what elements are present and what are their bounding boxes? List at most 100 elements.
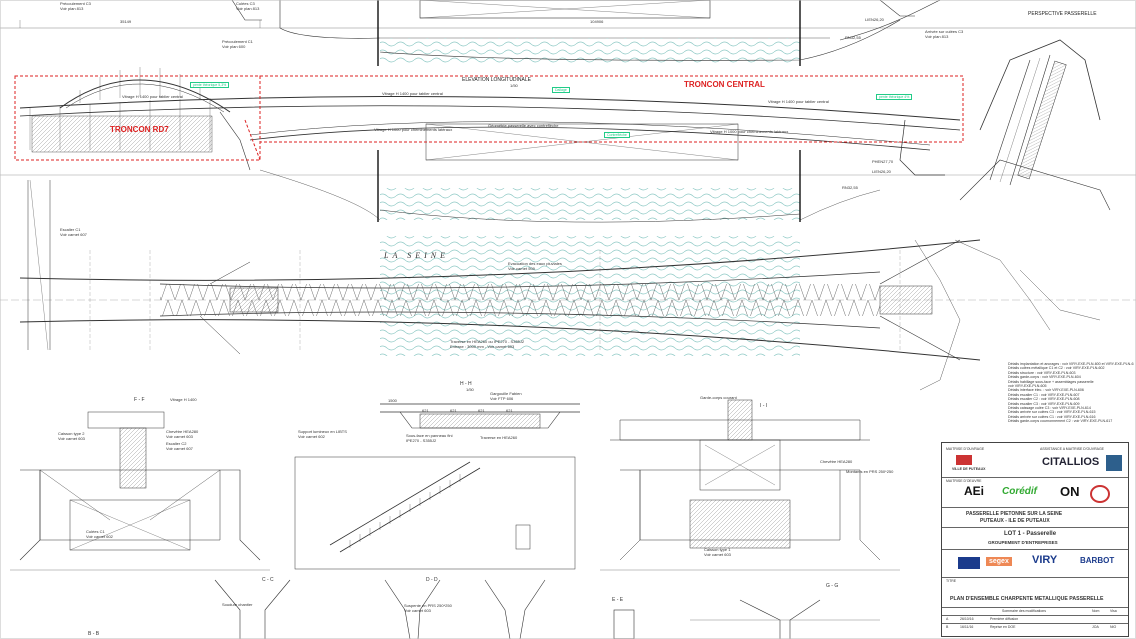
- rev-b-text: Reprise en DOE: [990, 625, 1016, 629]
- tag-dallage: Dallage: [552, 87, 570, 93]
- label-vitrage-5: Vitrage H 1000 pour cheminements latérau…: [710, 129, 789, 134]
- level-lien: LIEN26,20: [872, 169, 891, 174]
- label-culees-ref: Voir plan 813: [236, 6, 260, 11]
- aei-logo: AEi: [964, 484, 985, 498]
- label-precoulement-ref: Voir plan 813: [60, 6, 84, 11]
- rev-b-date: 16/11/16: [960, 625, 974, 629]
- dim-621c: 621: [478, 408, 485, 413]
- dim-621a: 621: [422, 408, 429, 413]
- top-elevation: [0, 0, 1136, 66]
- level-rn-mid: RN32,55: [842, 185, 858, 190]
- label-culees-c1: Culées C1: [86, 529, 105, 534]
- perspective-title: PERSPECTIVE PASSERELLE: [1028, 11, 1097, 17]
- level-rn-top: RN32,55: [845, 35, 861, 40]
- section-hh: [294, 403, 580, 570]
- label-escalier-c2: Escalier C2: [166, 441, 187, 446]
- reference-notes: Détails implantation et ancrages : voir …: [1008, 362, 1134, 424]
- section-title-cc: C - C: [262, 577, 274, 583]
- section-title-ff: F - F: [134, 397, 145, 403]
- label-sous-face: Sous-face en panneau fini: [406, 433, 453, 438]
- plan-view: [0, 179, 1136, 361]
- note-line: Détails interface élec. : voir VIRY-EXE-…: [1008, 388, 1084, 393]
- label-chevetre-ref: Voir carnet 603: [166, 434, 193, 439]
- longitudinal-elevation: [0, 67, 1136, 223]
- label-precoulement-c1-ref: Voir plan 600: [222, 44, 246, 49]
- ville-label: VILLE DE PUTEAUX: [952, 467, 986, 471]
- rev-b: B: [946, 625, 949, 629]
- label-soudure: Soudure chantier: [222, 602, 253, 607]
- note-line: Détails escalier C2 : voir VIRY-EXE-PLN-…: [1008, 397, 1080, 402]
- level-lien-top: LIEN26,20: [865, 17, 884, 22]
- perspective-view: [914, 39, 1111, 391]
- tag-pente-1: pente théorique 5,3%: [190, 82, 230, 88]
- label-gargouille: Gargouille Fabien: [490, 391, 522, 396]
- amo-emblem: [1106, 455, 1122, 471]
- moa-label: MAITRISE D'OUVRAGE: [946, 447, 985, 451]
- label-gargouille-ref: Voir FTP 606: [490, 396, 514, 401]
- label-culees: Culées C3: [236, 1, 255, 6]
- label-arrivee: Arrivée sur culées C3: [925, 29, 964, 34]
- label-suspente-ref: Voir carnet 603: [404, 608, 431, 613]
- note-line: Détails garde-corps : voir VIRY-EXE-PLN-…: [1008, 375, 1081, 380]
- note-line: Détails implantation et ancrages : voir …: [1008, 362, 1134, 366]
- label-caisson2: Caisson type 2: [58, 431, 85, 436]
- label-precoulement-c1: Précoulement C1: [222, 39, 253, 44]
- note-line: Détails garde-corps cournonnement C2 : v…: [1008, 419, 1113, 424]
- label-support: Support lumineux en LIBTS: [298, 429, 347, 434]
- groupement-label: GROUPEMENT D'ENTREPRISES: [988, 540, 1058, 545]
- on-logo: ON: [1060, 484, 1080, 499]
- note-line: Détails arrivée sur culées C3 : voir VIR…: [1008, 410, 1096, 415]
- section-scale-hh: 1/50: [466, 387, 474, 392]
- troncon-rd7-label: TRONCON RD7: [110, 125, 169, 134]
- label-escalier-c1-ref: Voir carnet 607: [60, 232, 87, 237]
- title-block: MAITRISE D'OUVRAGE ASSISTANCE A MAITRISE…: [941, 442, 1129, 637]
- elevation-title: ELEVATION LONGITUDINALE: [462, 77, 531, 83]
- project-line-2: PUTEAUX - ILE DE PUTEAUX: [980, 518, 1050, 524]
- tag-contrefleche: Contreflèche: [604, 132, 630, 138]
- section-title-ii: I - I: [760, 403, 768, 409]
- barbot-logo: BARBOT: [1080, 556, 1115, 565]
- note-line: Détails culées métallique C1 et C2 : voi…: [1008, 366, 1105, 371]
- note-line: Détails structure : voir VIRY-EXE-PLN-60…: [1008, 370, 1076, 375]
- project-line-1: PASSERELLE PIETONNE SUR LA SEINE: [966, 511, 1063, 517]
- plan-title: PLAN D'ENSEMBLE CHARPENTE METALLIQUE PAS…: [950, 596, 1104, 602]
- label-traverse: Traverse en HEA260 ou IPE270 - S355J2: [450, 339, 525, 344]
- troncon-central-label: TRONCON CENTRAL: [684, 80, 765, 89]
- label-geometrie: Géométrie passerelle avec contreflèche: [488, 123, 559, 128]
- elevation-scale: 1/50: [510, 83, 518, 88]
- section-title-bb: B - B: [88, 631, 100, 637]
- rev-a-date: 26/10/16: [960, 617, 974, 621]
- ville-logo: [956, 455, 972, 465]
- label-precoulement: Précoulement C3: [60, 1, 91, 6]
- enterprise-emblem: [958, 557, 980, 569]
- titre-label: TITRE: [946, 579, 957, 583]
- label-escalier-c1: Escalier C1: [60, 227, 81, 232]
- dim-621b: 621: [450, 408, 457, 413]
- label-traverse-ref: Entraxe : 3000 mm - Voir carnet 603: [450, 344, 515, 349]
- section-ff: [10, 411, 270, 571]
- section-title-dd: D - D: [426, 577, 438, 583]
- section-title-ee: E - E: [612, 597, 624, 603]
- label-montants: Montants en PRS 250*250: [846, 469, 894, 474]
- note-line: Détails habillage sous-face + assemblage…: [1008, 379, 1094, 384]
- bottom-sections: [214, 579, 880, 639]
- note-line: Détails arrivée sur culées C1 : voir VIR…: [1008, 414, 1096, 419]
- label-caisson2-ref: Voir carnet 603: [58, 436, 85, 441]
- label-sous-face-ref: IPE270 - S355J2: [406, 438, 437, 443]
- label-evacuation-ref: Voir carnet 509: [508, 266, 535, 271]
- lot-label: LOT 1 - Passerelle: [1004, 531, 1057, 537]
- moe-emblem: [1090, 485, 1110, 503]
- label-poutre-hh: Traverse en HEA260: [480, 435, 518, 440]
- label-culees-c1-ref: Voir carnet 602: [86, 534, 113, 539]
- label-suspente: Suspente en PRS 250*250: [404, 603, 452, 608]
- label-evacuation: Evacuation des eaux pluviales: [508, 261, 562, 266]
- label-caisson1-ref: Voir carnet 603: [704, 552, 731, 557]
- section-title-gg: G - G: [826, 583, 839, 589]
- label-support-ref: Voir carnet 602: [298, 434, 325, 439]
- label-chevetre: Chevêtre HEA280: [166, 429, 199, 434]
- label-vitrage-3: Vitrage H 1400 pour tablier central: [768, 99, 829, 104]
- label-chevetre-i: Chevêtre HEA280: [820, 459, 853, 464]
- note-line: Détails escalier C1 : voir VIRY-EXE-PLN-…: [1008, 392, 1080, 397]
- rev-a: A: [946, 617, 949, 621]
